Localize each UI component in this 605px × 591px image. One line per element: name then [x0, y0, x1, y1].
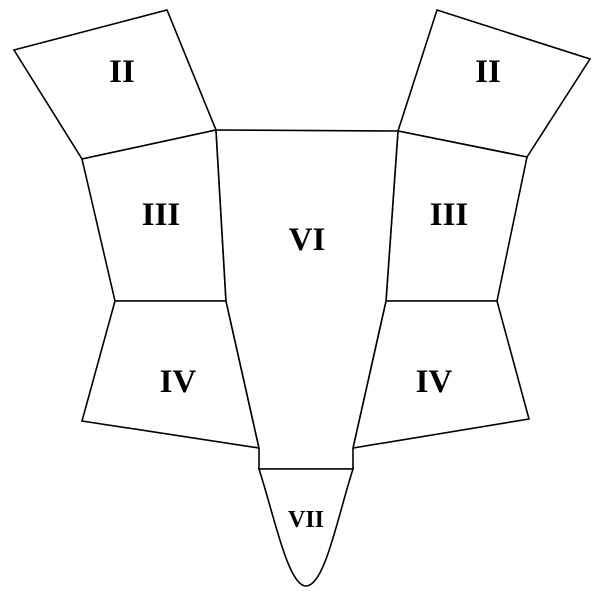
region-bottom-tip-label: VII [288, 507, 324, 533]
region-bottom-tip: VII [257, 468, 355, 587]
region-right-lower-label: IV [416, 364, 453, 400]
region-left-lower: IV [80, 300, 261, 449]
region-right-top: II [396, 8, 592, 158]
region-bottom-tip-shape [257, 468, 355, 587]
region-right-middle-label: III [430, 197, 469, 233]
region-right-top-label: II [475, 54, 501, 90]
region-right-middle: III [385, 130, 528, 302]
region-center-label: VI [289, 222, 326, 258]
region-left-middle: III [81, 129, 227, 302]
region-center: VI [215, 129, 399, 470]
region-left-lower-label: IV [160, 364, 197, 400]
region-left-top-label: II [109, 54, 135, 90]
region-left-middle-label: III [142, 197, 181, 233]
